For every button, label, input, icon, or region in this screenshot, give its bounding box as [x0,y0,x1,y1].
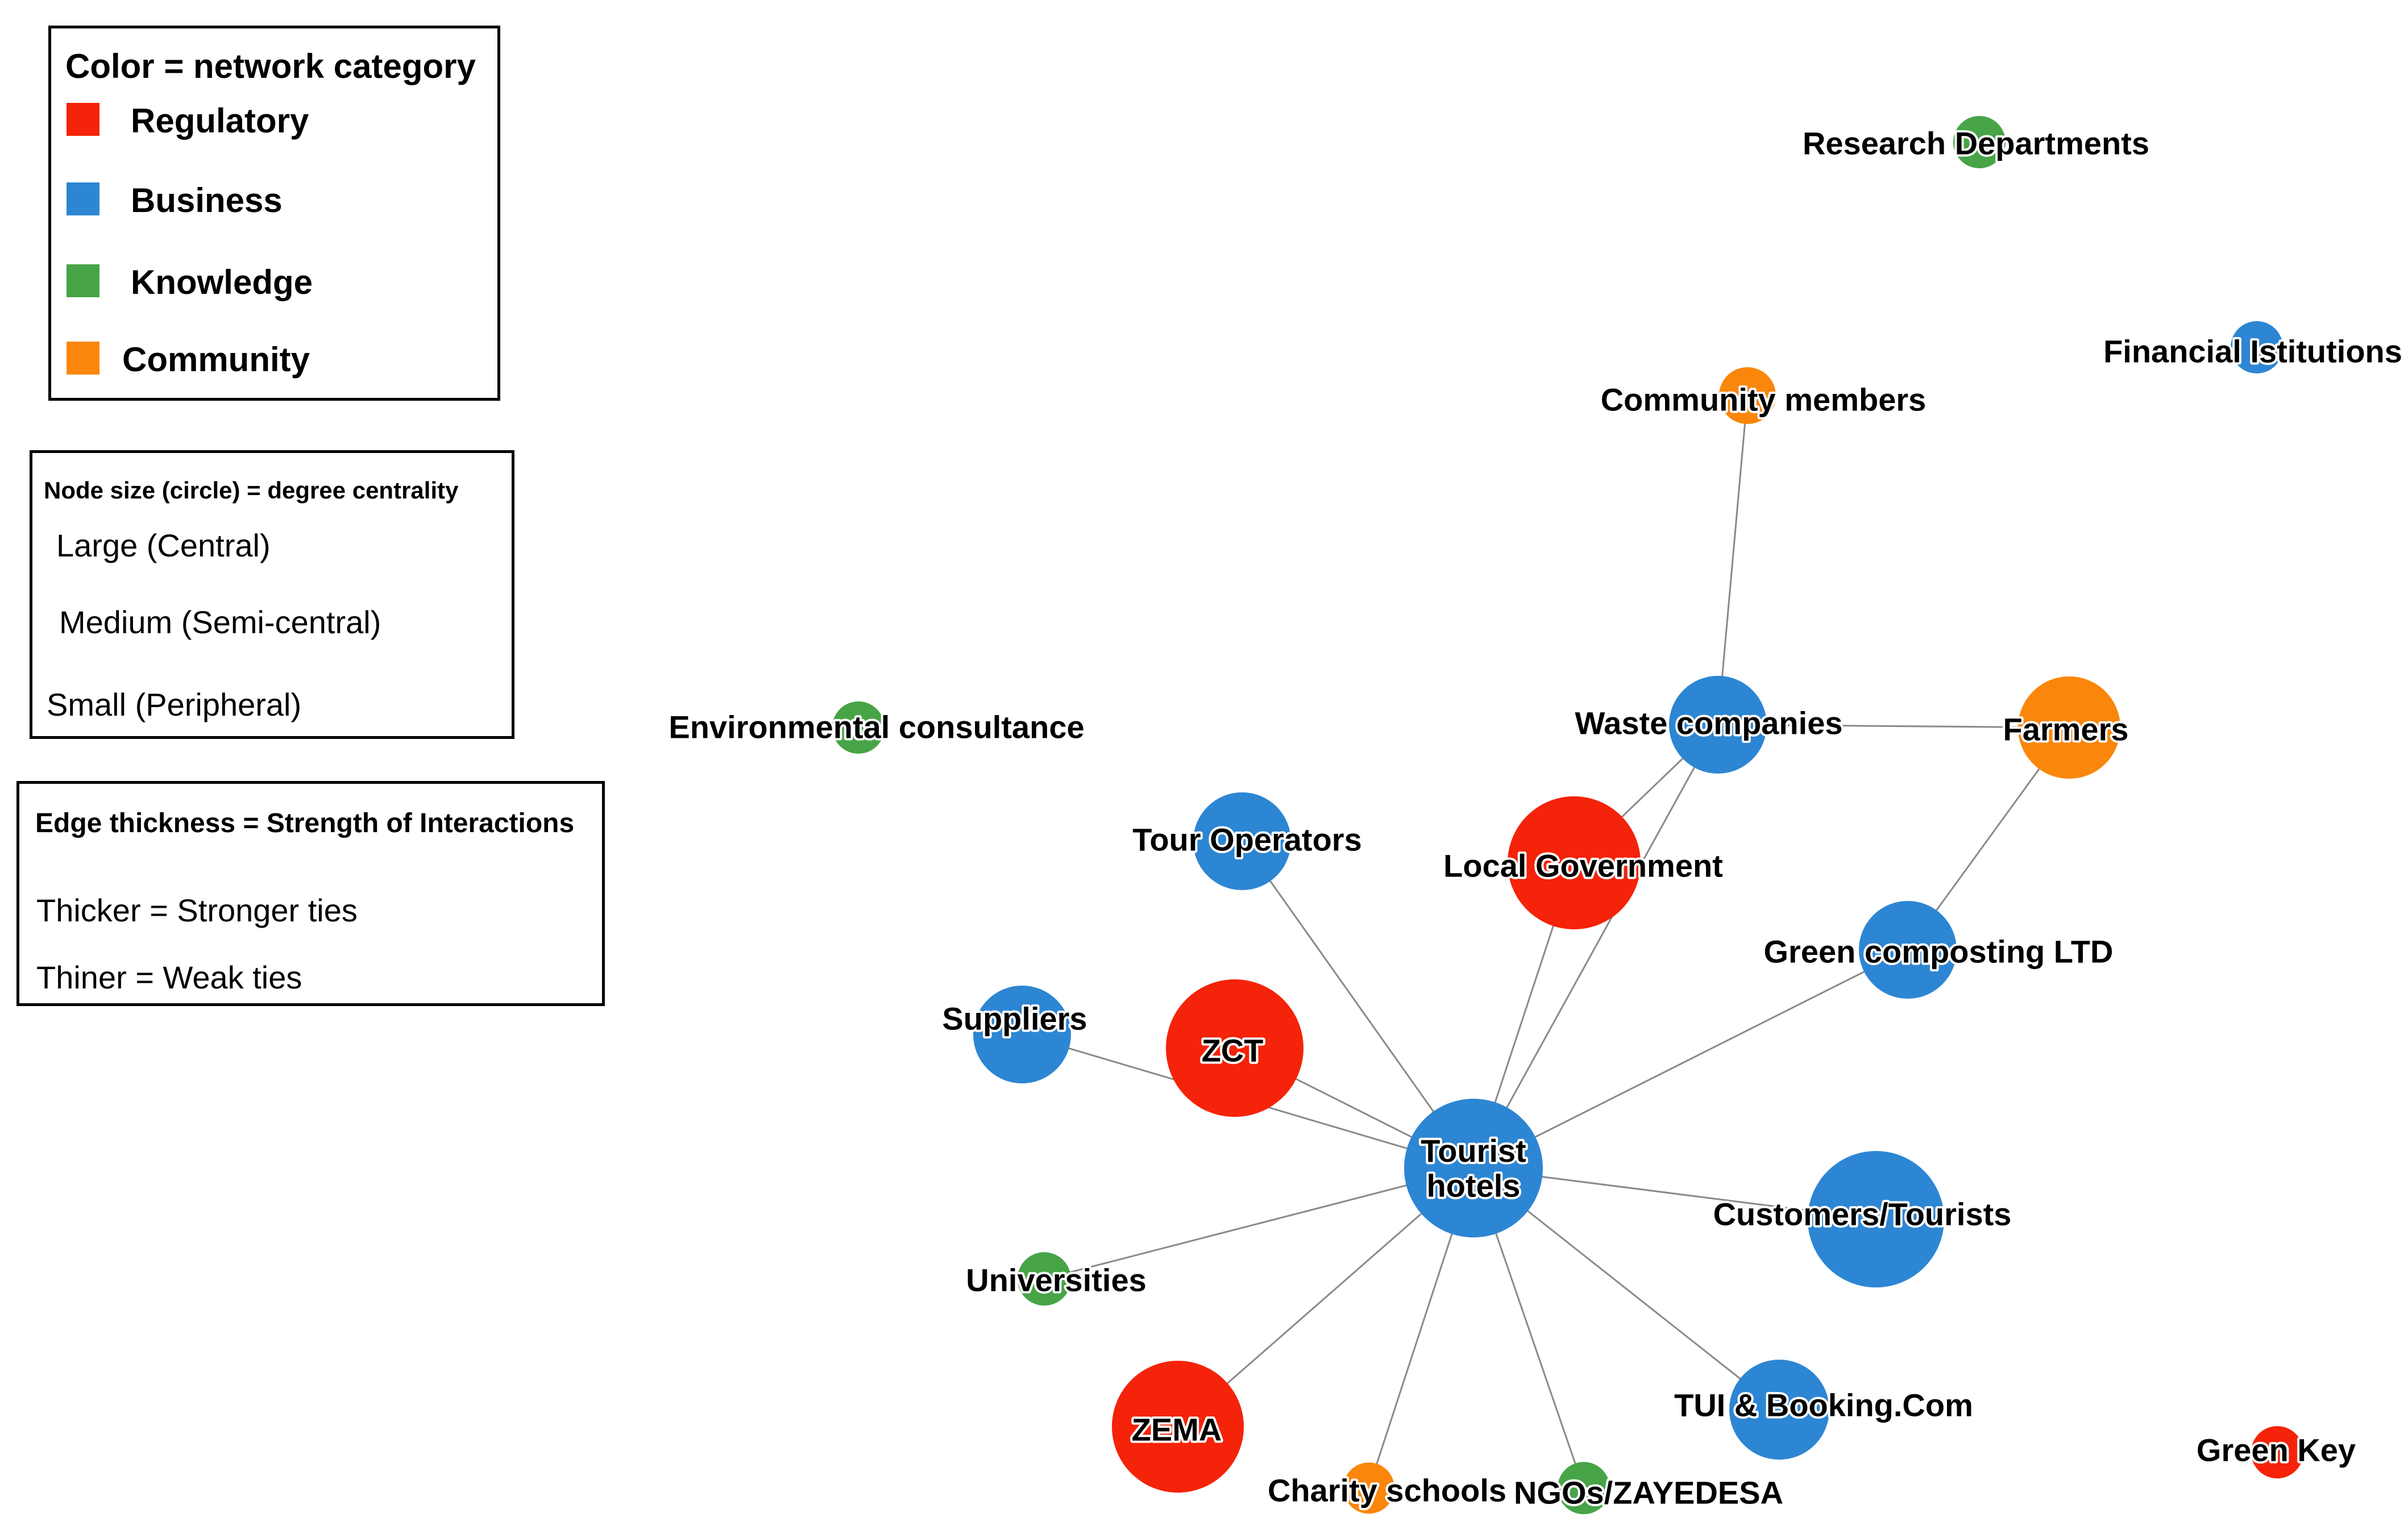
legend-edge-title: Edge thickness = Strength of Interaction… [35,808,575,838]
node-environmental-consultance [832,701,885,754]
legend-item-business: Business [131,181,283,219]
node-label-local-government: Local Government [1443,848,1723,884]
legend-item-regulatory: Regulatory [131,102,309,140]
regulatory-swatch-icon [67,103,99,136]
node-label-tour-operators: Tour Operators [1132,822,1361,858]
node-label-research-departments: Research Departments [1803,126,2149,161]
node-label-universities: Universities [966,1262,1147,1298]
node-tourist-hotels [1404,1099,1543,1237]
business-swatch-icon [67,182,99,215]
node-farmers [2018,676,2120,779]
node-community-members [1719,367,1776,424]
legend-edge-thickness: Edge thickness = Strength of Interaction… [16,781,605,1006]
node-green-composting-ltd [1859,901,1957,999]
node-label-ngos-zayedesa: NGOs/ZAYEDESA [1514,1475,1783,1511]
legend-color-title: Color = network category [65,47,476,85]
node-label-financial-istitutions: Financial Istitutions [2103,334,2402,369]
legend-item-small: Small (Peripheral) [47,687,302,722]
node-ngos-zayedesa [1558,1462,1610,1514]
node-charity-schools [1343,1462,1394,1514]
legend-color-category: Color = network category Regulatory Busi… [48,26,500,401]
community-swatch-icon [67,342,99,375]
node-label-customers-tourists: Customers/Tourists [1713,1196,2012,1232]
edge-tourist-hotels-green-composting-ltd [1473,949,1908,1169]
node-customers-tourists [1808,1151,1944,1287]
node-label-suppliers: Suppliers [942,1001,1087,1037]
node-zema [1112,1361,1244,1493]
node-waste-companies [1669,676,1767,774]
legend-item-community: Community [122,340,310,379]
node-label-zct: ZCT [1202,1033,1264,1069]
node-universities [1018,1252,1071,1306]
legend-item-thiner: Thiner = Weak ties [36,959,302,995]
edge-tourist-hotels-waste-companies [1472,724,1719,1169]
legend-item-medium: Medium (Semi-central) [59,604,381,640]
node-label-community-members: Community members [1601,382,1927,418]
node-label-waste-companies: Waste companies [1575,705,1843,741]
node-local-government [1508,796,1641,929]
node-label-tui-booking: TUI & Booking.Com [1674,1387,1973,1423]
node-green-key [2251,1426,2303,1478]
legend-node-size: Node size (circle) = degree centrality L… [30,450,514,739]
legend-item-knowledge: Knowledge [131,263,313,301]
knowledge-swatch-icon [67,264,99,297]
node-research-departments [1953,116,2006,168]
legend-item-large: Large (Central) [56,527,271,563]
node-label-environmental-consultance: Environmental consultance [669,709,1084,745]
legend-size-title: Node size (circle) = degree centrality [44,477,459,504]
node-label-zema: ZEMA [1132,1412,1222,1448]
node-label-green-key: Green Key [2197,1432,2356,1468]
node-label-green-composting-ltd: Green composting LTD [1764,934,2114,970]
edge-waste-companies-farmers [1717,724,2070,729]
node-label-charity-schools: Charity schools [1268,1473,1506,1509]
node-zct [1166,979,1303,1117]
node-suppliers [973,986,1071,1083]
node-label-farmers: Farmers [2003,712,2128,747]
legend-item-thicker: Thicker = Stronger ties [36,892,358,928]
node-financial-istitutions [2231,321,2283,373]
edge-tourist-hotels-universities [1044,1167,1474,1280]
node-tui-booking [1729,1360,1829,1460]
edge-waste-companies-community-members [1717,395,1749,725]
node-tour-operators [1193,792,1291,890]
